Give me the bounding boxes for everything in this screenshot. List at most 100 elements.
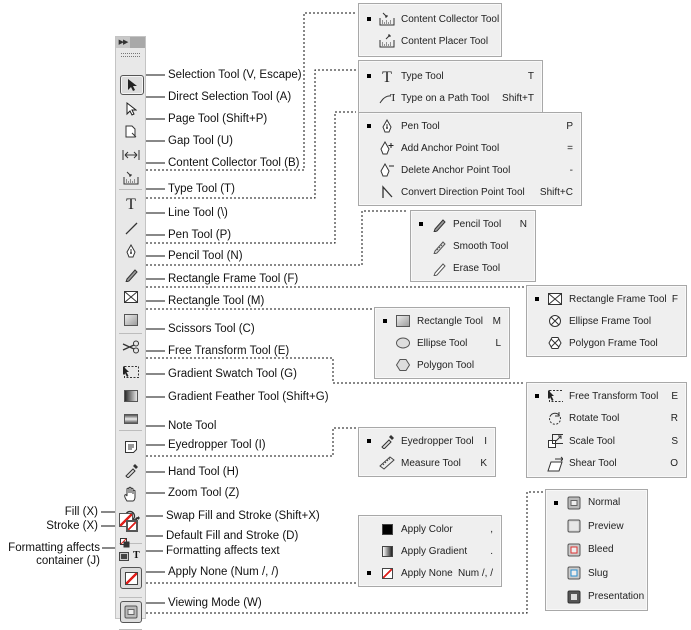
popup-item[interactable]: Smooth Tool [411, 235, 535, 257]
popup-item[interactable]: T Type on a Path Tool Shift+T [359, 87, 542, 109]
popup-item[interactable]: Normal [546, 491, 647, 515]
svg-text:T: T [126, 196, 136, 211]
tool-gap[interactable] [120, 146, 142, 164]
popup-item-shortcut: S [671, 435, 678, 447]
popup-item[interactable]: Polygon Frame Tool [527, 332, 686, 354]
tools-panel: ▶▶ T T [115, 36, 146, 630]
popup-item[interactable]: Erase Tool [411, 257, 535, 279]
panel-header: ▶▶ [116, 37, 145, 48]
label-formatting-container-key: container (J) [36, 555, 100, 567]
label-note: Note Tool [168, 420, 217, 432]
popup-item[interactable]: Bleed [546, 538, 647, 562]
rectangle-frame-icon [547, 292, 563, 306]
note-icon [124, 440, 138, 454]
scale-icon [547, 434, 563, 449]
tool-type[interactable]: T [120, 194, 142, 212]
ellipse-frame-icon [547, 314, 563, 328]
tool-hand[interactable] [120, 485, 142, 503]
label-pen: Pen Tool (P) [168, 229, 232, 241]
popup-item-label: Normal [588, 497, 621, 509]
popup-item[interactable]: Presentation [546, 585, 647, 609]
active-bullet-icon [554, 500, 558, 505]
swap-fill-stroke-icon[interactable] [134, 511, 142, 529]
tool-line[interactable] [120, 219, 142, 237]
tool-direct-selection[interactable] [120, 100, 142, 118]
pencil-icon [124, 267, 139, 282]
label-viewing-mode: Viewing Mode (W) [168, 597, 262, 609]
popup-item[interactable]: Add Anchor Point Tool= [359, 137, 581, 159]
popup-item[interactable]: Scale Tool S [527, 430, 686, 453]
tool-rectangle-frame[interactable] [120, 288, 142, 306]
popup-item[interactable]: Content Placer Tool [359, 30, 501, 52]
type-on-path-icon: T [379, 91, 395, 105]
default-fill-stroke-icon[interactable] [120, 535, 130, 553]
stroke-swatch[interactable] [126, 520, 138, 532]
popup-item[interactable]: Content Collector Tool [359, 8, 501, 30]
tool-pencil[interactable] [120, 265, 142, 283]
popup-item[interactable]: Preview [546, 515, 647, 539]
tool-gradient-swatch[interactable] [120, 387, 142, 405]
double-arrow-icon[interactable]: ▶▶ [116, 37, 130, 48]
popup-item[interactable]: Apply Color, [359, 518, 501, 540]
tool-page[interactable] [120, 123, 142, 141]
popup-item[interactable]: Delete Anchor Point Tool- [359, 159, 581, 181]
tool-free-transform[interactable] [120, 363, 142, 381]
tool-note[interactable] [120, 438, 142, 456]
toolbar-separator [119, 189, 142, 190]
toolbar-separator [119, 333, 142, 334]
label-default-fill-stroke: Default Fill and Stroke (D) [166, 530, 299, 542]
label-rectangle-frame: Rectangle Frame Tool (F) [168, 273, 299, 285]
popup-item-label: Scale Tool [569, 435, 615, 447]
popup-item-label: Free Transform Tool [569, 390, 659, 402]
popup-item[interactable]: Ellipse Frame Tool [527, 310, 686, 332]
tool-eyedropper[interactable] [120, 461, 142, 479]
tool-gradient-feather[interactable] [120, 410, 142, 428]
popup-item-shortcut: Shift+T [502, 92, 534, 104]
popup-item-shortcut: Shift+C [539, 186, 573, 198]
toolbar-separator [119, 543, 142, 544]
popup-item-shortcut: T [527, 70, 534, 82]
popup-item-label: Rectangle Frame Tool [569, 293, 667, 305]
viewing-mode-button[interactable] [120, 601, 142, 623]
popup-item[interactable]: Slug [546, 562, 647, 586]
rectangle-icon [123, 313, 139, 327]
tool-content-collector[interactable] [120, 169, 142, 187]
pen-icon [379, 118, 395, 133]
tool-selection[interactable] [120, 75, 144, 95]
formatting-container-icon[interactable] [119, 548, 129, 566]
popup-item-label: Rotate Tool [569, 413, 620, 425]
tool-rectangle[interactable] [120, 311, 142, 329]
connector-type [142, 69, 356, 199]
label-gap: Gap Tool (U) [168, 135, 233, 147]
tool-pen[interactable] [120, 242, 142, 260]
panel-grip[interactable] [121, 53, 140, 57]
apply-none-button[interactable] [120, 567, 142, 589]
popup-item-label: Type on a Path Tool [401, 92, 490, 104]
label-stroke: Stroke (X) [46, 520, 98, 532]
connector-eyedropper [142, 427, 356, 457]
active-bullet-icon [367, 124, 371, 128]
popup-item-label: Smooth Tool [453, 240, 509, 252]
popup-item[interactable]: Apply Gradient. [359, 540, 501, 562]
formatting-text-icon[interactable]: T [133, 550, 140, 561]
popup-item-shortcut: = [567, 142, 573, 154]
tool-scissors[interactable] [120, 338, 142, 356]
popup-item[interactable]: Polygon Tool [375, 354, 509, 376]
